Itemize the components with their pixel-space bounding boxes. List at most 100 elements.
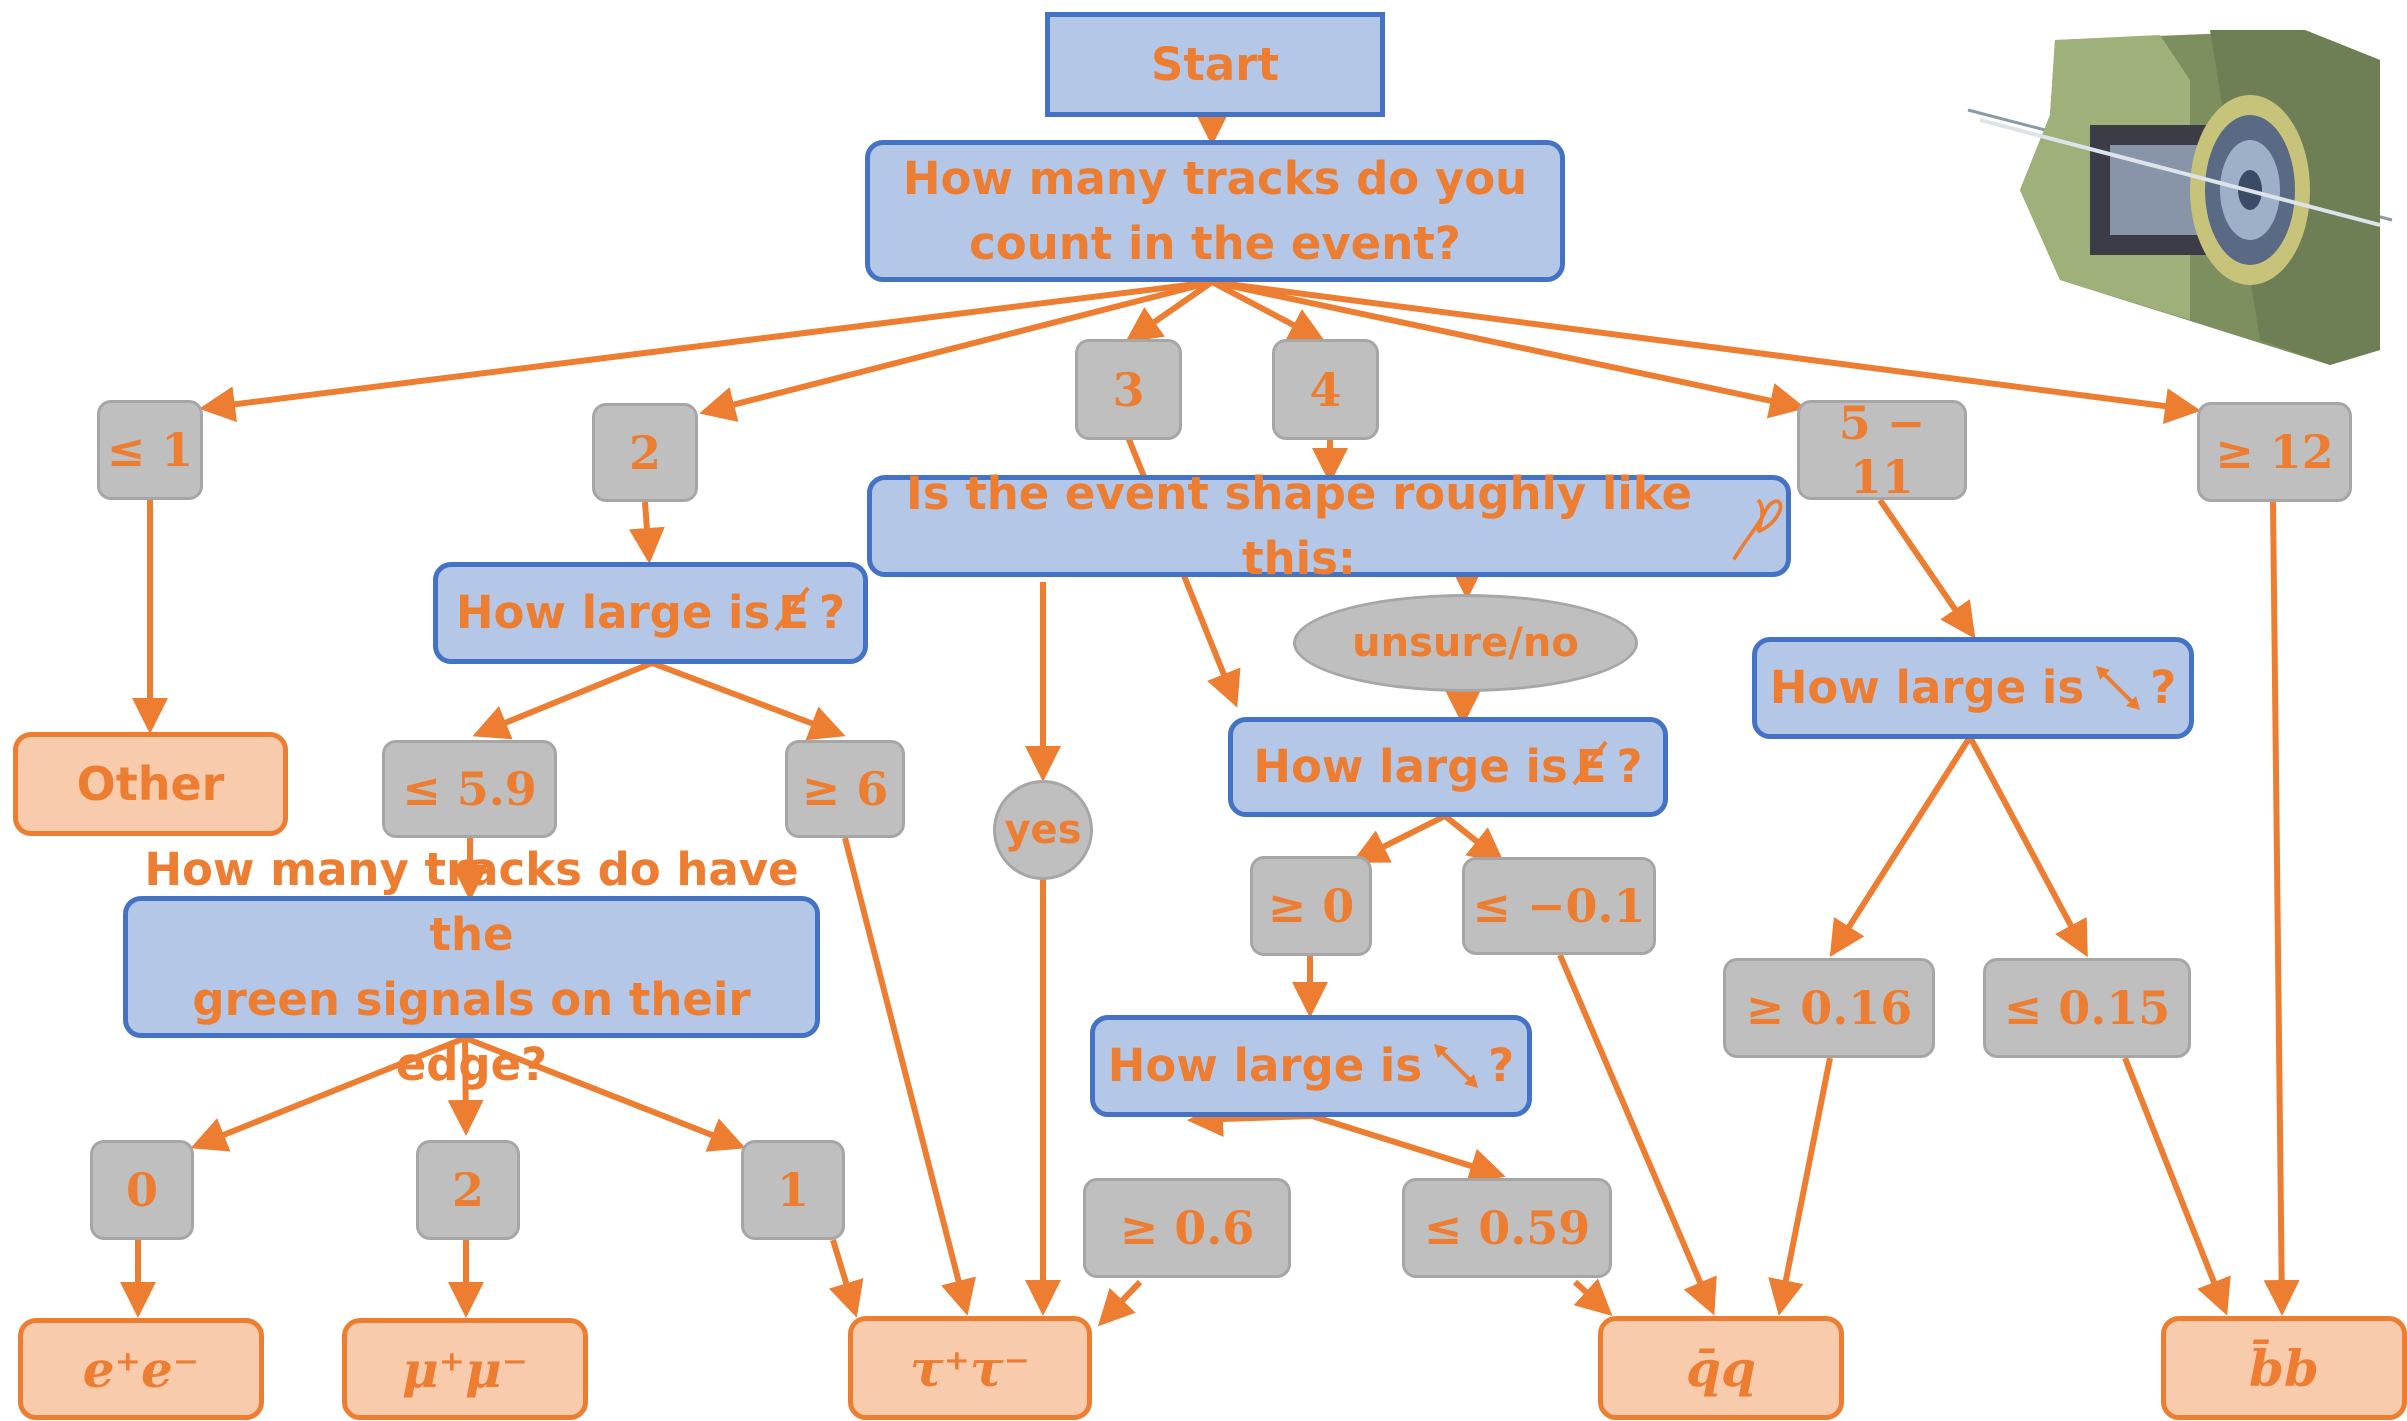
arrow: [2122, 1056, 2231, 1316]
answer-label: 2: [628, 425, 661, 480]
missing-energy-icon: E: [774, 586, 810, 640]
answer-label: 3: [1112, 362, 1145, 417]
answer-label: 4: [1309, 362, 1342, 417]
answer-angle-ge06: ≥ 0.6: [1083, 1178, 1291, 1278]
answer-green-1: 1: [741, 1140, 845, 1240]
answer-label: 1: [776, 1163, 809, 1217]
question-event-shape-text: Is the event shape roughly like this:: [906, 466, 1693, 585]
outcome-label: μ⁺μ⁻: [402, 1339, 528, 1399]
answer-shape-unsure-no: unsure/no: [1293, 594, 1638, 692]
arrow: [829, 1239, 864, 1318]
question-event-shape: Is the event shape roughly like this:: [867, 467, 1791, 585]
answer-label: 0: [125, 1163, 158, 1217]
answer-angle-le015: ≤ 0.15: [1983, 958, 2191, 1058]
outcome-label: q̄q: [1686, 1338, 1756, 1398]
double-arrow-icon: [2096, 666, 2141, 710]
outcome-muon-pair: μ⁺μ⁻: [342, 1318, 588, 1420]
question-track-count-line1: How many tracks do you: [902, 151, 1528, 205]
answer-energy-ge0: ≥ 0: [1250, 856, 1372, 956]
arrow: [199, 279, 1213, 423]
outcome-electron-pair: e⁺e⁻: [18, 1318, 264, 1420]
arrow: [628, 501, 665, 564]
outcome-label: τ⁺τ⁻: [909, 1338, 1031, 1398]
arrow: [1557, 953, 1717, 1316]
answer-energy-le-0-1: ≤ −0.1: [1462, 857, 1656, 955]
arrow: [1125, 279, 1214, 343]
question-angle-middle: How large is ?: [1090, 1015, 1532, 1117]
detector-illustration: [1967, 30, 2393, 365]
answer-tracks-5-11: 5 − 11: [1797, 396, 1967, 504]
arrow: [1967, 735, 2088, 958]
outcome-quark-pair: q̄q: [1598, 1316, 1844, 1420]
arrow: [1443, 813, 1505, 864]
arrow: [472, 660, 654, 740]
question-prefix: How large is: [1253, 740, 1568, 794]
arrow: [447, 1037, 484, 1136]
outcome-label: e⁺e⁻: [82, 1339, 200, 1399]
question-green-signals-line2: green signals on their edge?: [192, 973, 751, 1092]
answer-label: ≤ 0.15: [2003, 981, 2171, 1035]
arrow: [1211, 279, 2201, 424]
question-green-signals: How many tracks do have the green signal…: [123, 843, 820, 1091]
arrow: [1572, 1278, 1613, 1317]
answer-label: ≤ 1: [106, 423, 194, 477]
question-prefix: How large is: [1107, 1039, 1423, 1093]
arrow: [463, 1035, 746, 1152]
outcome-b-quark-pair: b̄b: [2161, 1316, 2407, 1420]
arrow: [190, 1035, 467, 1152]
question-prefix: How large is: [1769, 661, 2085, 715]
answer-label: ≥ 0: [1267, 879, 1355, 933]
outcome-tau-pair: τ⁺τ⁻: [848, 1316, 1092, 1420]
answer-green-0: 0: [90, 1140, 194, 1240]
arrow: [1351, 813, 1447, 863]
start-node: Start: [1045, 12, 1385, 117]
answer-label: 2: [451, 1163, 484, 1217]
outcome-label: Other: [76, 757, 225, 811]
answer-label: yes: [1004, 807, 1082, 853]
answer-tracks-2: 2: [592, 403, 698, 502]
answer-label: ≥ 0.6: [1119, 1201, 1255, 1255]
arrow: [1829, 735, 1973, 958]
arrow: [1311, 1113, 1506, 1184]
answer-energy-le59: ≤ 5.9: [382, 740, 557, 838]
question-suffix: ?: [1488, 1039, 1515, 1093]
question-track-count: How many tracks do you count in the even…: [865, 140, 1565, 282]
question-suffix: ?: [2150, 661, 2177, 715]
arrow: [842, 837, 976, 1316]
arrow: [1768, 1057, 1833, 1316]
answer-angle-le059: ≤ 0.59: [1402, 1178, 1612, 1278]
answer-label: ≥ 6: [801, 762, 889, 816]
answer-tracks-3: 3: [1075, 339, 1182, 440]
answer-label: ≥ 0.16: [1745, 981, 1913, 1035]
arrow: [1097, 1279, 1143, 1327]
two-jet-shape-icon: [1732, 498, 1783, 561]
question-energy-right: How large is E ?: [1228, 717, 1668, 817]
question-angle-right: How large is ?: [1752, 637, 2194, 739]
arrow: [2263, 501, 2300, 1316]
question-prefix: How large is: [455, 586, 771, 640]
answer-energy-ge6: ≥ 6: [785, 740, 905, 838]
answer-shape-yes: yes: [993, 780, 1093, 880]
answer-tracks-le1: ≤ 1: [97, 400, 203, 500]
answer-angle-ge016: ≥ 0.16: [1723, 958, 1935, 1058]
answer-tracks-4: 4: [1272, 339, 1379, 440]
answer-label: ≤ 5.9: [402, 762, 537, 816]
answer-label: unsure/no: [1352, 620, 1579, 666]
answer-label: ≤ 0.59: [1423, 1201, 1591, 1255]
missing-energy-icon: E: [1572, 740, 1608, 794]
question-green-signals-line1: How many tracks do have the: [144, 842, 799, 961]
question-suffix: ?: [819, 586, 846, 640]
arrow: [1210, 279, 1326, 342]
question-energy-left: How large is E ?: [433, 562, 868, 664]
outcome-label: b̄b: [2249, 1338, 2319, 1398]
answer-label: ≥ 12: [2215, 425, 2334, 479]
answer-label: 5 − 11: [1838, 396, 1926, 504]
question-suffix: ?: [1616, 740, 1643, 794]
answer-green-2: 2: [416, 1140, 520, 1240]
double-arrow-icon: [1434, 1044, 1479, 1088]
start-label: Start: [1151, 37, 1279, 91]
arrow: [1877, 498, 1976, 639]
answer-tracks-ge12: ≥ 12: [2197, 402, 2352, 502]
outcome-other: Other: [13, 732, 288, 836]
question-track-count-line2: count in the event?: [969, 217, 1461, 270]
